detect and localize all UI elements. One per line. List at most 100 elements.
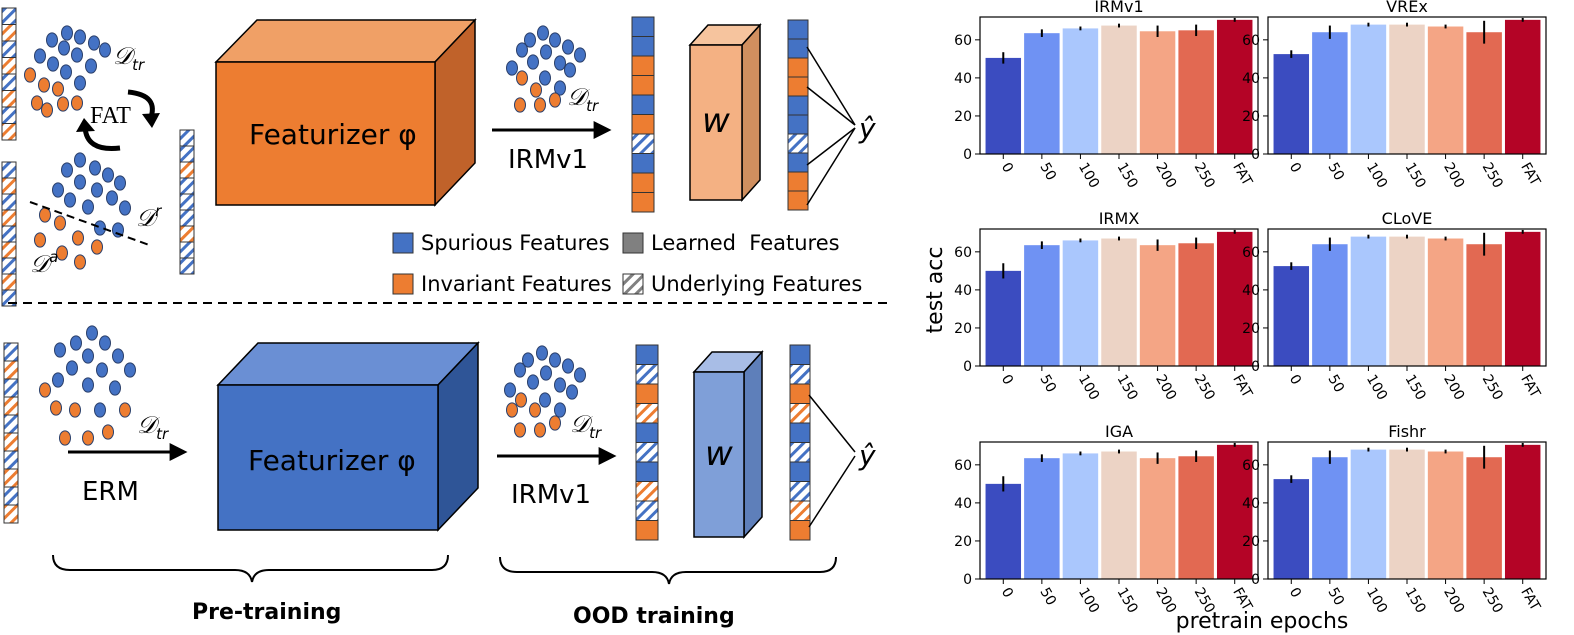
data-point <box>52 182 64 198</box>
featurizer-box-bottom: Featurizer φ <box>216 341 480 532</box>
data-point <box>82 430 94 446</box>
feature-cell <box>631 94 655 115</box>
data-point <box>514 422 526 438</box>
data-point <box>94 402 106 418</box>
feature-cell <box>787 76 809 97</box>
data-point <box>522 352 534 368</box>
feature-column-top-output <box>787 19 809 211</box>
x-tick-label: 50 <box>1036 372 1059 395</box>
bar <box>985 270 1022 366</box>
y-tick-label: 60 <box>954 458 972 474</box>
x-tick-label: FAT <box>1229 160 1255 189</box>
feature-cell <box>787 190 809 211</box>
y-tick-label: 0 <box>1251 359 1260 375</box>
bar <box>985 483 1022 579</box>
erm-label: ERM <box>82 477 139 507</box>
y-tick-label: 0 <box>963 359 972 375</box>
feature-cell <box>789 520 811 541</box>
y-tick-label: 60 <box>1242 245 1260 261</box>
bar <box>1178 456 1214 579</box>
feature-strip-mid-left <box>1 161 17 307</box>
y-tick-label: 0 <box>963 147 972 163</box>
y-hat-bottom: ŷ <box>858 439 876 472</box>
feature-cell <box>179 161 195 179</box>
x-tick-label: 100 <box>1075 372 1102 403</box>
y-tick-label: 40 <box>1242 496 1260 512</box>
data-point <box>71 95 83 111</box>
dataset-cloud-top-ood <box>506 25 586 113</box>
y-tick-label: 20 <box>1242 109 1260 125</box>
feature-cell <box>1 193 17 211</box>
y-tick-label: 0 <box>1251 572 1260 588</box>
feature-cell <box>1 40 17 58</box>
data-point <box>106 190 118 206</box>
x-tick-label: 150 <box>1114 585 1141 616</box>
data-point <box>112 222 124 238</box>
feature-cell <box>631 55 655 76</box>
bar <box>1024 458 1060 579</box>
chart-frame <box>1267 16 1547 155</box>
data-point <box>112 348 124 364</box>
bar <box>1216 231 1253 366</box>
dataset-cloud-bottom <box>39 325 136 446</box>
feature-cell <box>789 461 811 482</box>
data-point <box>47 56 59 72</box>
x-tick-label: 100 <box>1075 160 1102 191</box>
data-point <box>70 335 82 351</box>
chart-frame <box>1267 228 1547 367</box>
bracket-pretraining <box>52 554 449 583</box>
x-tick-label: FAT <box>1517 585 1543 614</box>
feature-cell <box>1 57 17 75</box>
feature-cell <box>1 7 17 25</box>
method-diagram: FAT 𝒟tr 𝒟r 𝒟a 𝒟tr 𝒟tr 𝒟tr Featurizer φ F… <box>1 7 888 629</box>
x-tick-label: 50 <box>1324 160 1347 183</box>
bar <box>1101 451 1137 579</box>
data-point <box>504 382 516 398</box>
x-tick-label: FAT <box>1517 372 1543 401</box>
data-point <box>562 39 574 55</box>
feature-cell <box>1 73 17 91</box>
dataset-label-tr-top: 𝒟tr <box>113 42 145 74</box>
data-point <box>527 54 539 70</box>
legend-swatch-invariant <box>392 273 414 295</box>
data-point <box>102 424 114 440</box>
feature-cell <box>787 114 809 135</box>
bar <box>1350 449 1387 579</box>
feature-cell <box>787 95 809 116</box>
irmv1-label-bottom: IRMv1 <box>511 480 591 510</box>
legend-label-spurious: Spurious Features <box>421 231 610 255</box>
x-tick-label: 100 <box>1363 160 1390 191</box>
data-point <box>527 374 539 390</box>
x-tick-label: 50 <box>1036 160 1059 183</box>
dataset-label-tr-top-ood: 𝒟tr <box>567 83 599 115</box>
data-point <box>61 25 73 41</box>
x-tick-label: 0 <box>998 372 1016 388</box>
feature-column-bottom-input <box>635 344 659 541</box>
feature-cell <box>1 90 17 108</box>
bar <box>1101 238 1137 366</box>
fat-label: FAT <box>90 103 131 129</box>
dataset-cloud-augmented <box>34 152 131 270</box>
data-point <box>50 400 62 416</box>
x-tick-label: 150 <box>1114 372 1141 403</box>
dataset-label-tr-bottom: 𝒟tr <box>137 411 169 443</box>
chart-frame <box>979 16 1259 155</box>
data-point <box>61 162 73 178</box>
data-point <box>52 81 64 97</box>
bar <box>1389 449 1425 579</box>
feature-cell <box>1 257 17 275</box>
bar <box>1024 245 1060 366</box>
data-point <box>54 342 66 358</box>
data-point <box>39 207 51 223</box>
x-tick-label: 50 <box>1036 585 1059 608</box>
feature-cell <box>631 133 655 154</box>
bar <box>1178 243 1214 366</box>
y-tick-label: 60 <box>954 33 972 49</box>
bar <box>1178 30 1214 155</box>
classifier-w-bottom: w <box>692 350 764 539</box>
data-point <box>39 382 51 398</box>
featurizer-label-bottom: Featurizer φ <box>248 444 416 477</box>
feature-cell <box>3 450 19 470</box>
data-point <box>574 47 586 63</box>
